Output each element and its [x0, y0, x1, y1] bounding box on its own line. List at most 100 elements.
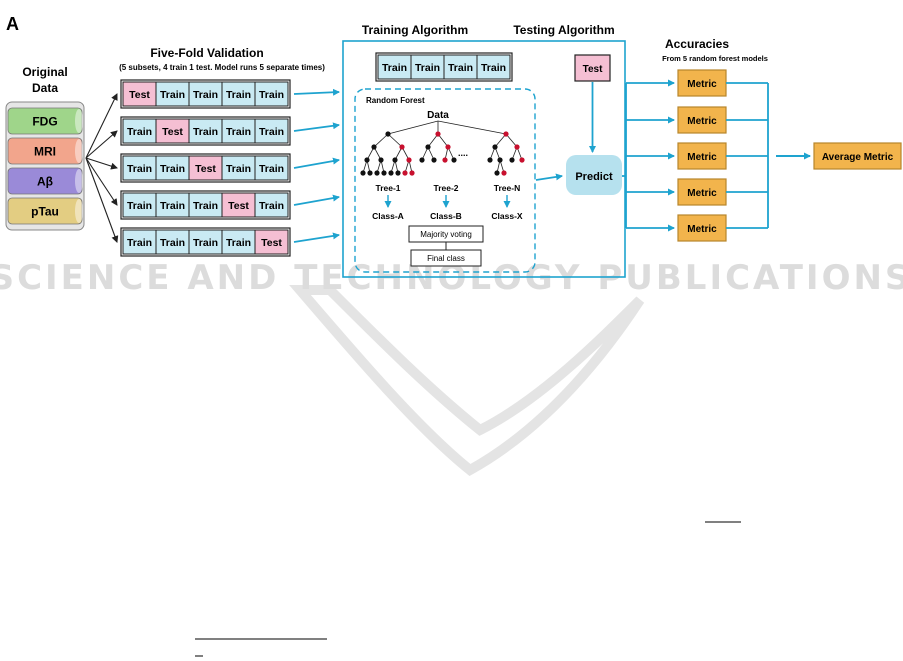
metric-connectors: [622, 79, 811, 232]
data-layer-3: [7, 197, 83, 225]
train-cell: [155, 192, 190, 218]
train-cell: [443, 54, 478, 80]
tree-node: [371, 144, 377, 150]
watermark-swoosh-shape: [289, 285, 645, 477]
train-cell-label: Train: [415, 62, 440, 74]
train-cell-label: Train: [193, 237, 218, 249]
forest-to-predict-arrow: [535, 173, 563, 181]
tree-edge: [387, 120, 439, 135]
fold-arrow: [293, 157, 340, 169]
test-cell: [221, 192, 256, 218]
train-cell: [476, 54, 511, 80]
train-cell: [254, 81, 289, 107]
tree-ellipsis: ....: [458, 148, 468, 158]
fan-line: [85, 157, 118, 170]
test-cell-label: Test: [228, 200, 249, 212]
tree-edge: [437, 120, 507, 135]
data-layer-0: [7, 107, 83, 135]
majority-voting-label: Majority voting: [420, 230, 472, 239]
train-cell-label: Train: [193, 200, 218, 212]
tree-node: [402, 170, 408, 176]
tree-node: [494, 170, 500, 176]
testing-test-cell: [574, 54, 611, 82]
average-metric-label: Average Metric: [822, 152, 894, 163]
data-layer-highlight: [75, 109, 83, 133]
original-data-title-line1: Original: [22, 65, 67, 79]
publisher-watermark: SCIENCE AND TECHNOLOGY PUBLICATIONS: [0, 258, 903, 477]
training-testing-group: Training Algorithm Testing Algorithm Tra…: [342, 23, 626, 278]
train-cell: [122, 118, 157, 144]
testing-test-label: Test: [583, 64, 603, 75]
training-testing-frame: [342, 40, 626, 278]
train-cell: [155, 229, 190, 255]
tree-node: [487, 157, 493, 163]
data-layer-label: MRI: [34, 145, 56, 159]
five-fold-validation-group: Five-Fold Validation (5 subsets, 4 train…: [85, 46, 340, 257]
train-cell: [221, 155, 256, 181]
tree-node: [442, 157, 448, 163]
class-label: Class-B: [430, 211, 462, 221]
train-cell-label: Train: [259, 126, 284, 138]
tree-node: [385, 131, 391, 137]
train-cell-label: Train: [226, 126, 251, 138]
accuracies-title: Accuracies: [665, 37, 729, 51]
tree-node: [364, 157, 370, 163]
metric-label: Metric: [687, 79, 717, 90]
data-root-label: Data: [427, 110, 449, 121]
tree-name-label: Tree-1: [375, 183, 400, 193]
data-layer-label: FDG: [32, 115, 57, 129]
data-layer-highlight: [75, 139, 83, 163]
fold-arrows: [293, 88, 340, 243]
train-cell-label: Train: [448, 62, 473, 74]
metric-box: [677, 106, 727, 134]
test-cell: [188, 155, 223, 181]
test-cell-label: Test: [195, 163, 216, 175]
train-cell-label: Train: [160, 200, 185, 212]
fan-line: [85, 130, 118, 159]
average-metric-box: [813, 142, 902, 170]
fan-line: [85, 93, 118, 159]
tree-node: [395, 170, 401, 176]
fold-arrow: [293, 194, 340, 206]
train-cell-label: Train: [127, 126, 152, 138]
tree-name-label: Tree-N: [494, 183, 520, 193]
random-forest-dashed-box: [354, 88, 536, 273]
train-cell-label: Train: [226, 237, 251, 249]
class-label: Class-X: [491, 211, 523, 221]
metric-box: [677, 69, 727, 97]
train-cell-label: Train: [127, 237, 152, 249]
train-cell-label: Train: [160, 163, 185, 175]
tree-edge: [387, 133, 403, 148]
train-cell: [254, 192, 289, 218]
tree-node: [451, 157, 457, 163]
panel-label: A: [6, 14, 19, 34]
tree-node: [367, 170, 373, 176]
data-layer-highlight: [75, 199, 83, 223]
train-cell: [254, 118, 289, 144]
data-layer-1: [7, 137, 83, 165]
metric-label: Metric: [687, 224, 717, 235]
train-cell-label: Train: [127, 200, 152, 212]
tree-node: [381, 170, 387, 176]
metric-label: Metric: [687, 152, 717, 163]
tree-node: [445, 144, 451, 150]
fold-arrow: [293, 88, 340, 96]
tree-edge: [427, 133, 439, 148]
tree-node: [388, 170, 394, 176]
train-cell: [221, 229, 256, 255]
tree-node: [425, 144, 431, 150]
tree-edge: [494, 133, 507, 148]
predict-label: Predict: [575, 171, 613, 183]
random-forest-title: Random Forest: [366, 96, 425, 105]
original-data-title-line2: Data: [32, 81, 58, 95]
tree-node: [419, 157, 425, 163]
train-cell: [377, 54, 412, 80]
tree-node: [514, 144, 520, 150]
train-cell: [155, 155, 190, 181]
tree-node: [497, 157, 503, 163]
tree-edge: [437, 133, 449, 148]
